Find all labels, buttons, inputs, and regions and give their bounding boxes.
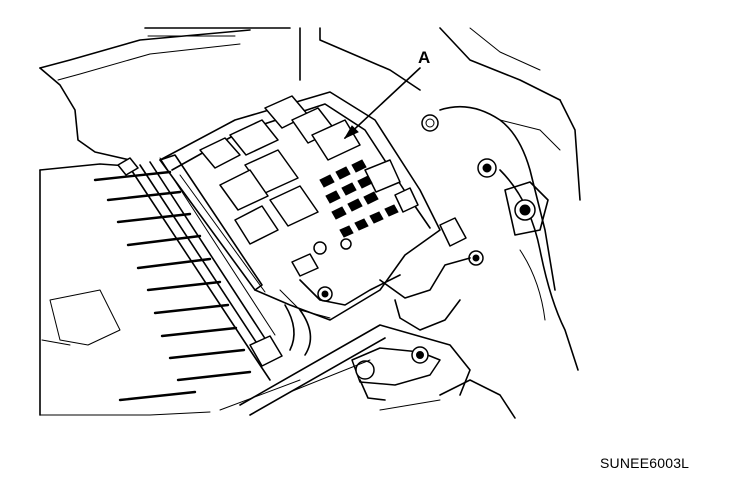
battery-terminal xyxy=(219,324,471,416)
callout-leader xyxy=(343,67,421,140)
body-panels xyxy=(39,27,581,419)
bolts xyxy=(421,114,549,266)
figure-code: SUNEE6003L xyxy=(600,455,690,471)
fuse-relay-box xyxy=(159,91,471,356)
callout-label-a: A xyxy=(418,48,431,67)
